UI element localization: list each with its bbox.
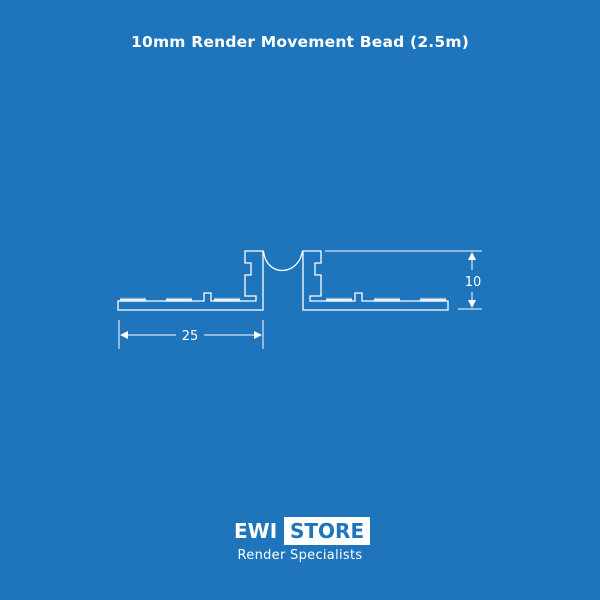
left-profile — [117, 250, 264, 311]
width-dimension — [118, 320, 264, 349]
brand-tagline: Render Specialists — [237, 548, 363, 563]
ewi-store-logo: EWI STORE — [234, 517, 371, 545]
width-label: 25 — [182, 329, 199, 344]
movement-curve — [262, 250, 304, 272]
logo-ewi-text: EWI — [234, 519, 278, 543]
height-label: 10 — [465, 275, 482, 290]
product-title: 10mm Render Movement Bead (2.5m) — [130, 33, 470, 51]
height-dimension — [325, 250, 482, 310]
right-profile — [302, 250, 449, 311]
logo-store-text: STORE — [284, 517, 371, 545]
